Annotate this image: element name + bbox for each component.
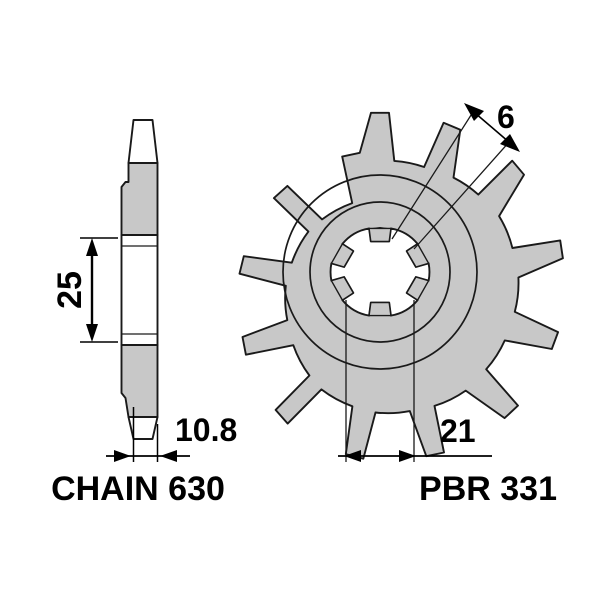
side-view-bottom-tooth-tip [127,416,159,440]
label-spline-width: 6 [497,99,515,135]
arrow-21-right [399,450,416,462]
sprocket-outer-circle [282,174,478,370]
side-profile-view: 25 10.8 CHAIN 630 [51,119,237,508]
arrow-21-left [344,450,361,462]
spline-teeth-group [330,227,430,317]
spline-tooth-1 [368,227,392,243]
side-view-top-tooth-tip [127,119,159,164]
face-view: 6 21 PBR 331 [238,99,564,508]
arrow-25-down [86,324,98,342]
label-hub-width: 25 [51,271,89,309]
label-bore-diameter: 21 [440,413,476,449]
dimension-spline-width: 6 [391,99,520,250]
leader-line-6-a [391,111,474,240]
dimension-tooth-thickness: 10.8 [106,407,237,462]
arrow-6-lower [500,134,520,152]
spline-tooth-3 [406,276,430,301]
dimension-hub-width: 25 [51,237,118,343]
spline-tooth-2 [406,243,430,268]
side-view-upper-body [120,162,159,236]
side-view-lower-body [120,344,159,418]
spline-tooth-5 [330,276,354,301]
sprocket-boss-circle [309,201,451,343]
leader-line-6-b [413,140,511,250]
caption-part-number: PBR 331 [419,470,557,508]
label-tooth-thickness: 10.8 [175,412,237,448]
dimension-bore: 21 [338,300,492,462]
arrow-108-right [160,450,177,462]
arrow-6-upper [464,103,484,121]
spline-tooth-6 [330,243,354,268]
arrow-25-up [86,238,98,256]
arrow-108-left [114,450,131,462]
spline-tooth-4 [368,301,392,317]
side-view-center-web [120,234,159,346]
caption-chain-spec: CHAIN 630 [51,470,225,508]
